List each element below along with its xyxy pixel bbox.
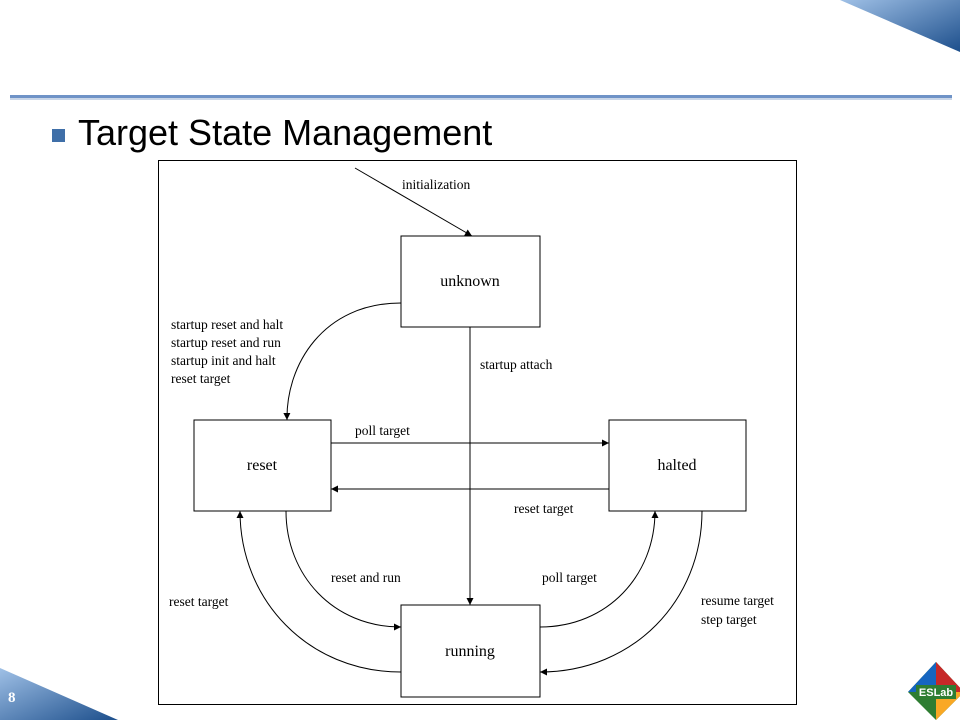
label-resume-target: resume target — [701, 593, 774, 608]
title-bullet — [52, 129, 65, 142]
state-running-label: running — [445, 643, 495, 660]
edge-halted-to-running — [539, 510, 703, 676]
edge-running-to-halted — [539, 510, 659, 628]
edge-initialization — [354, 167, 473, 237]
label-poll-target-bottom: poll target — [542, 570, 597, 585]
label-startup-attach: startup attach — [480, 357, 553, 372]
label-startup-line-3: startup init and halt — [171, 353, 276, 368]
state-reset: reset — [193, 419, 332, 512]
title-rule-shadow — [10, 98, 952, 100]
label-reset-target-mid: reset target — [514, 501, 574, 516]
label-poll-target-top: poll target — [355, 423, 410, 438]
state-diagram: unknown reset halted running initializat… — [158, 160, 797, 705]
state-unknown-label: unknown — [440, 273, 500, 290]
edge-unknown-to-reset — [283, 302, 402, 421]
top-right-ribbon — [840, 0, 960, 52]
edge-reset-to-running — [285, 510, 402, 631]
label-reset-target-left: reset target — [169, 594, 229, 609]
label-reset-and-run: reset and run — [331, 570, 401, 585]
page-number: 8 — [8, 690, 16, 706]
state-halted-label: halted — [657, 457, 696, 474]
state-running: running — [400, 604, 541, 698]
state-unknown: unknown — [400, 235, 541, 328]
edge-running-to-reset — [236, 510, 402, 673]
label-startup-line-4: reset target — [171, 371, 231, 386]
label-startup-line-1: startup reset and halt — [171, 317, 283, 332]
label-startup-line-2: startup reset and run — [171, 335, 281, 350]
label-initialization: initialization — [402, 177, 470, 192]
label-step-target: step target — [701, 612, 757, 627]
eslab-logo: ESLab — [908, 662, 960, 720]
state-reset-label: reset — [247, 457, 278, 474]
page-title: Target State Management — [78, 112, 493, 153]
logo-text: ESLab — [919, 687, 954, 699]
state-halted: halted — [608, 419, 747, 512]
title-rule — [10, 95, 952, 98]
bottom-left-ribbon — [0, 668, 118, 720]
